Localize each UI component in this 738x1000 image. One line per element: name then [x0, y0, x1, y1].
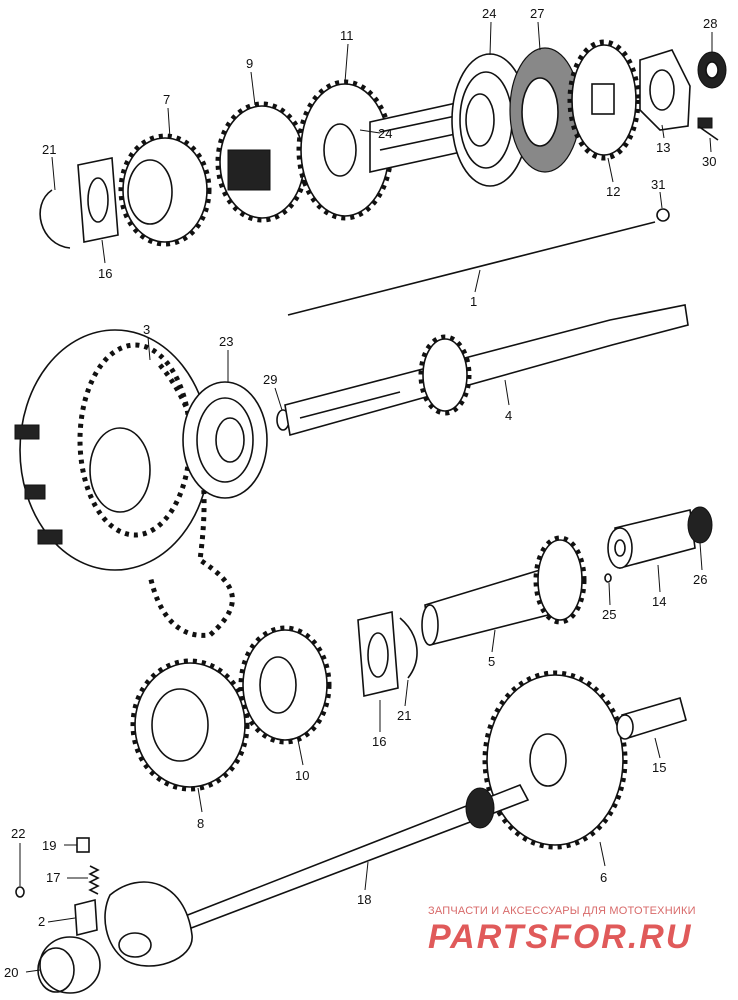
- label-3: 3: [143, 322, 150, 337]
- part-25-ball: [604, 573, 612, 583]
- label-28: 28: [703, 16, 717, 31]
- part-12-sprocket: [567, 39, 641, 161]
- part-24-bearing-top: [451, 53, 529, 187]
- label-1: 1: [470, 294, 477, 309]
- part-23-bearing: [182, 381, 268, 499]
- part-26-seal: [687, 506, 713, 544]
- label-24: 24: [378, 126, 392, 141]
- part-13-lock-plate: [639, 49, 691, 131]
- label-29: 29: [263, 372, 277, 387]
- label-6: 6: [600, 870, 607, 885]
- part-22-pin: [15, 886, 25, 898]
- part-30-bolt: [697, 117, 719, 141]
- part-15-collar: [616, 697, 687, 740]
- label-17: 17: [46, 870, 60, 885]
- label-27: 27: [530, 6, 544, 21]
- part-16-washer-top: [77, 157, 119, 243]
- part-1-pushrod: [287, 221, 656, 316]
- part-8-gear: [130, 658, 250, 792]
- label-31: 31: [651, 177, 665, 192]
- label-25: 25: [602, 607, 616, 622]
- label-10: 10: [295, 768, 309, 783]
- label-22: 22: [11, 826, 25, 841]
- part-17-spring: [88, 865, 100, 895]
- primary-chain: [147, 363, 235, 638]
- label-16: 16: [372, 734, 386, 749]
- label-18: 18: [357, 892, 371, 907]
- watermark-logo: PARTSFOR.RU: [428, 918, 693, 956]
- label-13: 13: [656, 140, 670, 155]
- part-5-countershaft: [421, 535, 587, 646]
- part-21-circlip-mid: [399, 617, 418, 679]
- label-15: 15: [652, 760, 666, 775]
- label-16: 16: [98, 266, 112, 281]
- label-24: 24: [482, 6, 496, 21]
- leader-lines: [19, 21, 713, 973]
- watermark-tagline: ЗАПЧАСТИ И АКСЕССУАРЫ ДЛЯ МОТОТЕХНИКИ: [428, 905, 696, 917]
- label-11: 11: [340, 28, 354, 43]
- part-10-gear: [238, 625, 332, 745]
- label-21: 21: [42, 142, 56, 157]
- part-3-clutch-outer: [14, 329, 211, 571]
- label-2: 2: [38, 914, 45, 929]
- part-16-washer-mid: [357, 611, 399, 697]
- label-9: 9: [246, 56, 253, 71]
- label-23: 23: [219, 334, 233, 349]
- label-12: 12: [606, 184, 620, 199]
- part-6-kick-gear: [482, 670, 628, 850]
- part-19-plug: [76, 837, 90, 853]
- label-14: 14: [652, 594, 666, 609]
- label-8: 8: [197, 816, 204, 831]
- part-27-seal: [509, 47, 581, 173]
- part-20-cap: [37, 936, 101, 994]
- label-19: 19: [42, 838, 56, 853]
- part-4-mainshaft: [284, 304, 689, 437]
- part-28-nut: [697, 51, 727, 89]
- part-2-guide: [74, 898, 98, 937]
- kick-cam: [104, 881, 193, 967]
- part-14-sleeve: [607, 509, 696, 570]
- label-20: 20: [4, 965, 18, 980]
- label-21: 21: [397, 708, 411, 723]
- part-9-gear: [215, 101, 309, 223]
- label-26: 26: [693, 572, 707, 587]
- label-4: 4: [505, 408, 512, 423]
- label-30: 30: [702, 154, 716, 169]
- label-5: 5: [488, 654, 495, 669]
- part-21-circlip-top: [39, 189, 71, 249]
- label-7: 7: [163, 92, 170, 107]
- part-31-ball: [656, 208, 670, 222]
- part-7-gear: [118, 133, 212, 247]
